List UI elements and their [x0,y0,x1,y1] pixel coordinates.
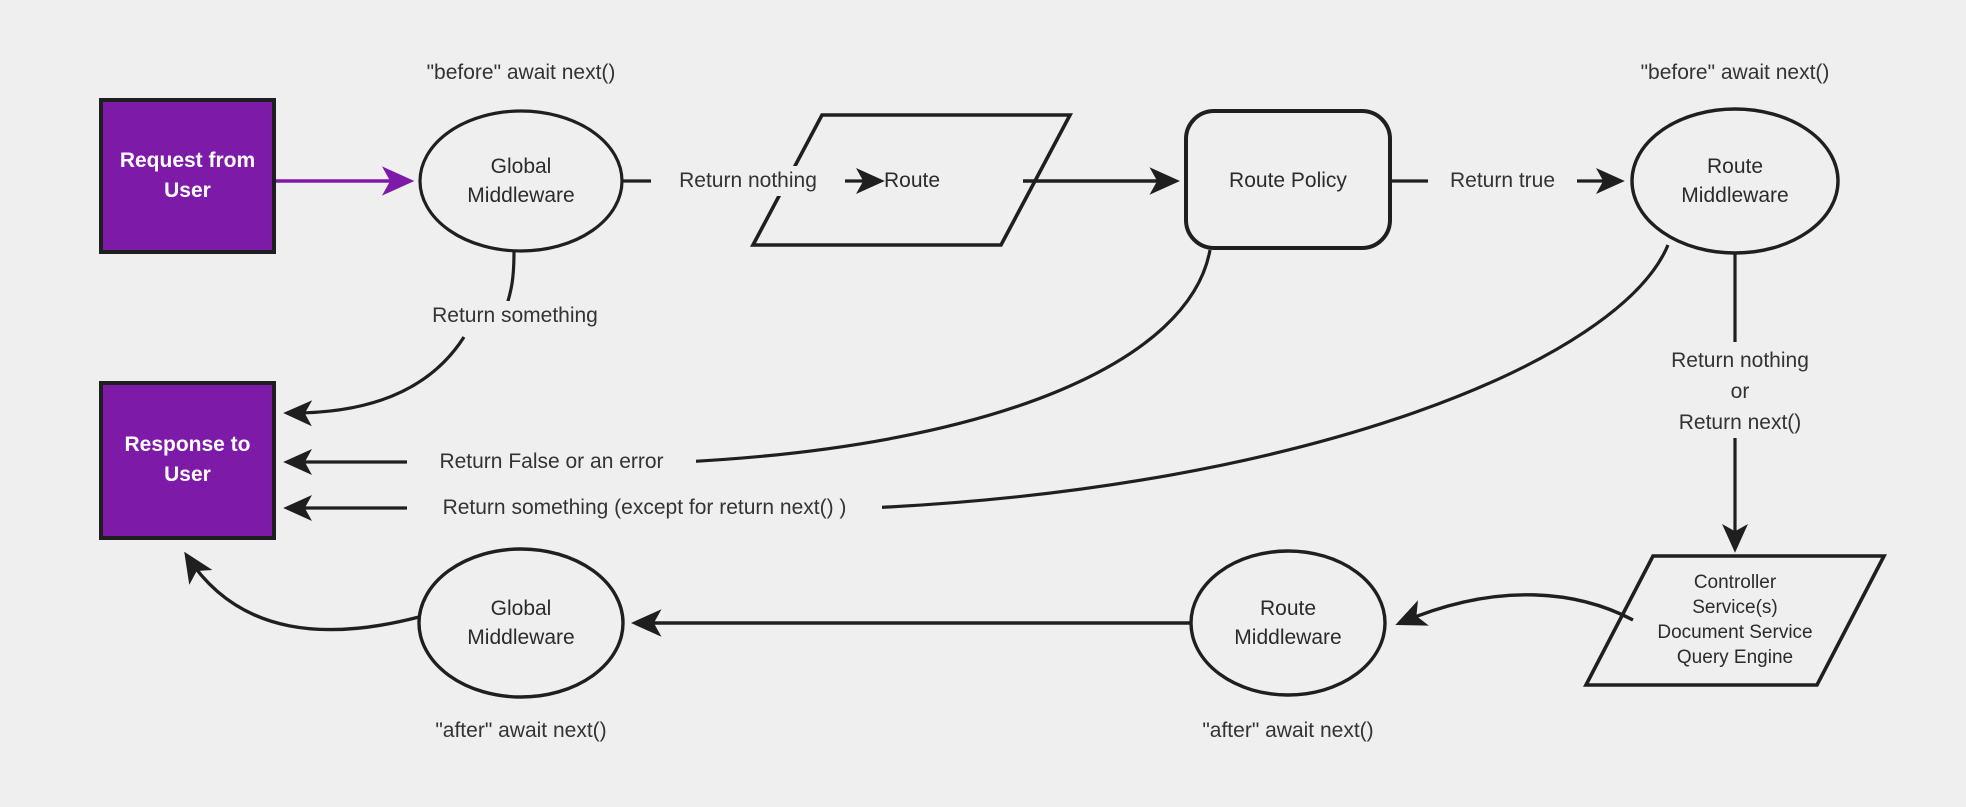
annotation-after-await-next-route: "after" await next() [1202,719,1374,742]
route-middleware-top-ellipse[interactable] [1630,107,1840,255]
edge-label-return-nothing-or-next: Return nothing or Return next() [1635,345,1845,438]
route-middleware-bottom-ellipse[interactable] [1189,549,1387,697]
edge-label-return-true-policy: Return true [1428,166,1577,196]
edge-global-mw-bottom-to-response [184,551,420,632]
global-middleware-top-ellipse[interactable] [418,109,624,253]
edge-route-mw-return-something-curve [867,244,1670,510]
global-middleware-bottom-ellipse[interactable] [417,547,625,699]
edge-label-return-false-or-error: Return False or an error [407,447,696,477]
request-from-user-box[interactable] [99,98,276,254]
request-from-user-label: Request from User [119,149,256,202]
response-to-user-label: Response to User [124,433,251,486]
annotation-before-await-next-global: "before" await next() [426,61,616,84]
controller-stack-parallelogram[interactable] [1583,554,1887,687]
annotation-before-await-next-route: "before" await next() [1640,61,1830,84]
response-to-user-box[interactable] [99,381,276,540]
edge-label-return-something-global: Return something [415,301,615,331]
route-parallelogram[interactable] [750,113,1073,247]
edge-controller-to-route-mw-bottom [1395,593,1634,626]
edge-label-return-something-except-next: Return something (except for return next… [407,493,882,523]
edge-policy-return-false-curve [681,249,1212,464]
annotation-after-await-next-global: "after" await next() [435,719,607,742]
edge-label-return-nothing-global: Return nothing [651,166,845,196]
edge-global-return-something-lower [283,336,466,427]
route-policy-rounded-box[interactable] [1184,109,1392,250]
